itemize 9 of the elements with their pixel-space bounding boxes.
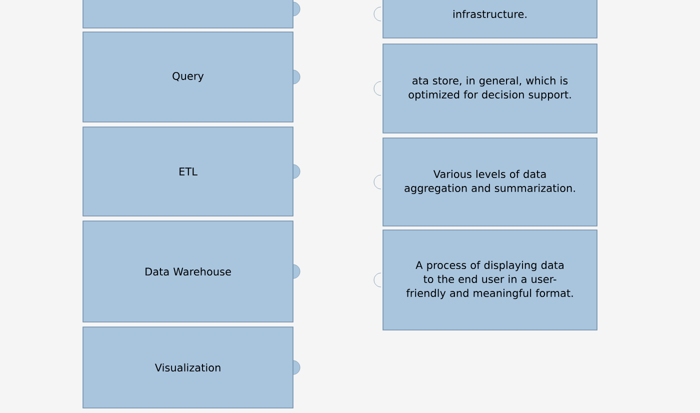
term-tile: Query xyxy=(82,32,300,122)
answer-tile: ata store, in general, which is optimized for decision support. xyxy=(374,44,598,134)
answer-tile: infrastructure. xyxy=(374,0,598,38)
answer-tile: A process of displaying data to the end user in a user-friendly and meaningful format. xyxy=(374,230,598,330)
term-tile xyxy=(82,0,300,28)
answer-tile: Various levels of data aggregation and summarization. xyxy=(374,138,598,226)
term-tile: Data Warehouse xyxy=(82,220,300,322)
term-tile: ETL xyxy=(82,126,300,216)
term-tile: Visualization xyxy=(82,326,300,408)
